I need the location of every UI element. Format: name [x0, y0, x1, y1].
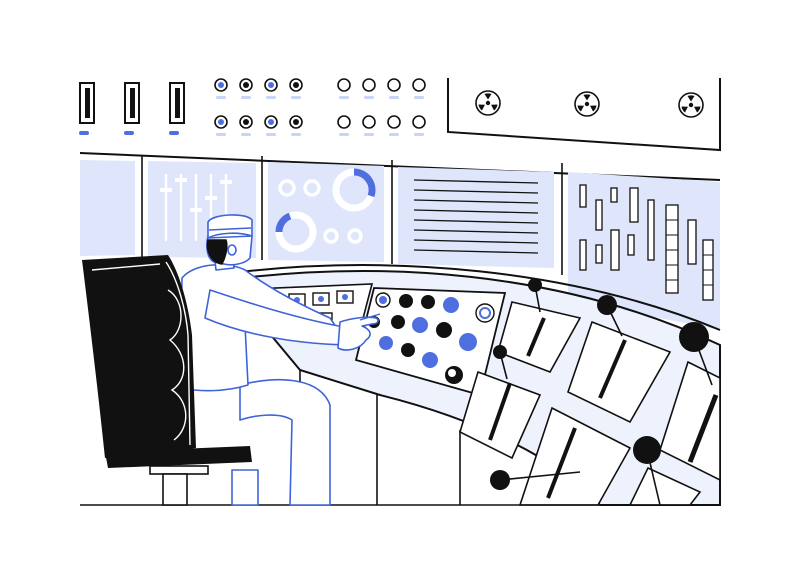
console-button[interactable] [445, 366, 463, 384]
wall-toggle-switch[interactable] [169, 82, 185, 135]
lever-knob[interactable] [528, 278, 542, 292]
upper-wall-panel [79, 78, 721, 152]
console-button[interactable] [422, 352, 438, 368]
console-button[interactable] [475, 303, 495, 323]
console-button[interactable] [443, 297, 459, 313]
console-button[interactable] [379, 336, 393, 350]
monitor-donut-screen [268, 162, 384, 262]
monitor-wall [79, 152, 721, 330]
lever-knob[interactable] [493, 345, 507, 359]
lever-knob[interactable] [490, 470, 510, 490]
console-button[interactable] [401, 343, 415, 357]
wall-toggle-switch[interactable] [79, 82, 95, 135]
console-button[interactable] [436, 322, 452, 338]
monitor-log-screen [398, 167, 554, 268]
operator [179, 214, 381, 506]
console-button[interactable] [391, 315, 405, 329]
lever-panel [459, 345, 542, 460]
radiation-icon [475, 90, 501, 116]
console-button[interactable] [375, 292, 391, 308]
lever-panel [628, 436, 702, 506]
lever-knob[interactable] [597, 295, 617, 315]
monitor-screen [80, 160, 135, 256]
lever-knob[interactable] [633, 436, 661, 464]
lever-panel [567, 295, 672, 424]
console-button[interactable] [459, 333, 477, 351]
lever-panel [497, 278, 582, 373]
wall-indicator-lights [214, 78, 426, 136]
console-button[interactable] [412, 317, 428, 333]
lever-panel [659, 322, 721, 482]
radiation-icon [678, 92, 704, 118]
operator-chair [82, 255, 252, 506]
lever-knob[interactable] [679, 322, 709, 352]
radiation-icon [574, 91, 600, 117]
console-button[interactable] [421, 295, 435, 309]
console-button[interactable] [399, 294, 413, 308]
wall-toggle-switch[interactable] [124, 82, 140, 135]
monitor-bars-screen [568, 172, 720, 330]
